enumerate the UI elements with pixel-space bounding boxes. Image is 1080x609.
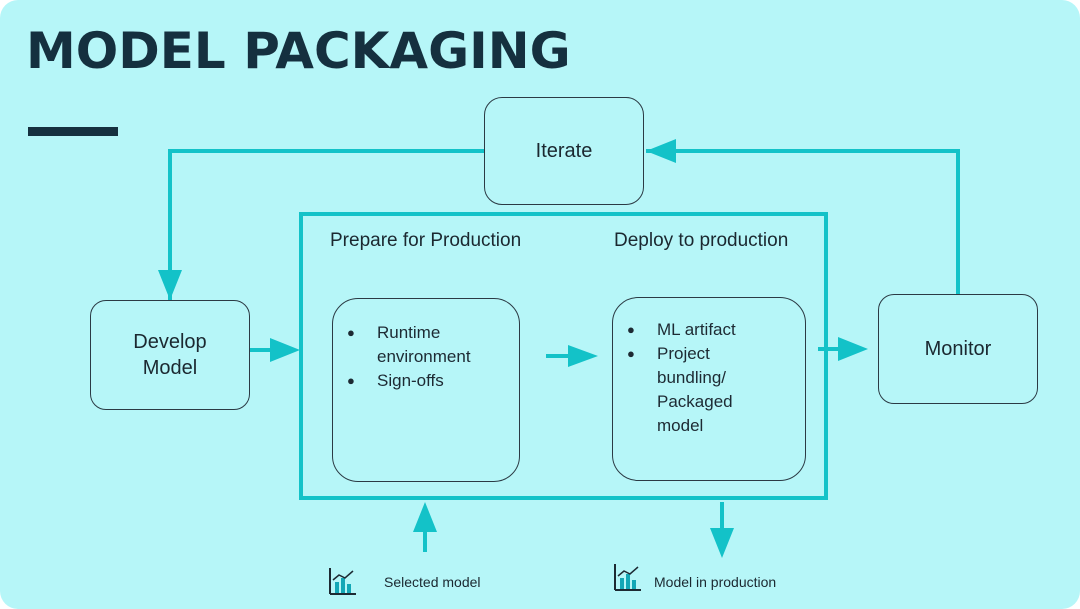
prepare-box: Runtime environment Sign-offs bbox=[332, 298, 520, 482]
arrow-monitor-to-iterate bbox=[646, 149, 960, 294]
arrowhead-deploy-right bbox=[568, 345, 598, 367]
deploy-list: ML artifact Project bundling/ Packaged m… bbox=[627, 318, 795, 438]
prepare-list: Runtime environment Sign-offs bbox=[347, 321, 509, 393]
prepare-heading: Prepare for Production bbox=[330, 230, 522, 251]
arrowhead-stage-right bbox=[270, 338, 300, 362]
monitor-label: Monitor bbox=[924, 338, 992, 360]
arrowhead-develop-down bbox=[158, 270, 182, 300]
monitor-node: Monitor bbox=[878, 294, 1038, 404]
title-underline bbox=[28, 127, 118, 136]
list-item: Sign-offs bbox=[347, 369, 509, 393]
arrowhead-monitor-right bbox=[838, 337, 868, 361]
model-in-production-caption: Model in production bbox=[654, 574, 777, 590]
list-item: Project bundling/ Packaged model bbox=[627, 342, 795, 438]
iterate-label: Iterate bbox=[535, 140, 593, 162]
arrowhead-stage-up bbox=[413, 502, 437, 532]
list-item: ML artifact bbox=[627, 318, 795, 342]
arrowhead-iterate-left bbox=[646, 139, 676, 163]
develop-model-label: Develop Model bbox=[133, 331, 207, 379]
production-stage-frame bbox=[299, 212, 828, 500]
develop-model-node: Develop Model bbox=[90, 300, 250, 410]
list-item: Runtime environment bbox=[347, 321, 509, 369]
bar-chart-icon bbox=[614, 564, 641, 591]
arrowhead-production-down bbox=[710, 528, 734, 558]
deploy-heading: Deploy to production bbox=[614, 230, 789, 251]
iterate-node: Iterate bbox=[484, 97, 644, 205]
arrow-iterate-to-develop bbox=[168, 149, 484, 300]
page-title: MODEL PACKAGING bbox=[26, 22, 571, 80]
bar-chart-icon bbox=[329, 568, 356, 595]
selected-model-caption: Selected model bbox=[384, 574, 481, 590]
deploy-box: ML artifact Project bundling/ Packaged m… bbox=[612, 297, 806, 481]
